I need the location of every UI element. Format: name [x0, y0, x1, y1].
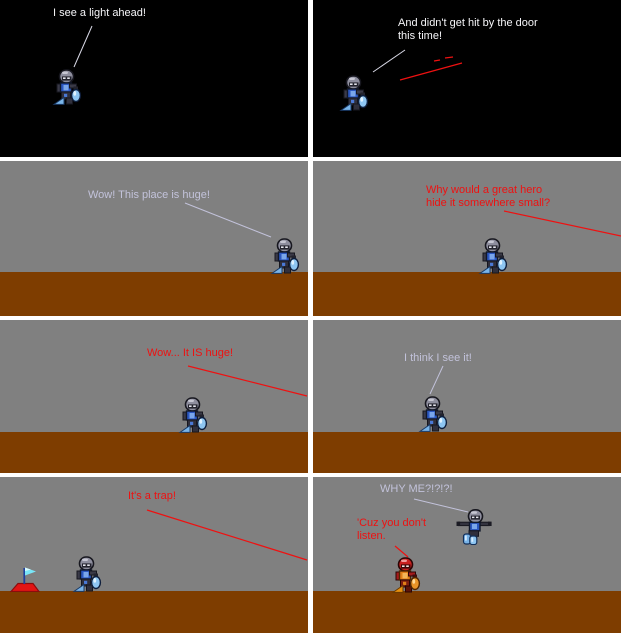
speech-text: Why would a great hero hide it somewhere…	[426, 184, 551, 209]
speech-text: Wow... It IS huge!	[147, 347, 234, 359]
speech-text: I see a light ahead!	[53, 7, 146, 19]
cave-floor	[0, 272, 308, 316]
panel-3: Wow! This place is huge!	[0, 161, 308, 316]
blue-robot-sprite	[418, 396, 448, 432]
speech-text: And didn't get hit by the door this time…	[398, 17, 541, 42]
panel-6: I think I see it!	[313, 320, 621, 473]
speech-text: 'Cuz you don't listen.	[357, 517, 430, 542]
cave-floor	[0, 432, 308, 473]
cave-floor	[313, 432, 621, 473]
panel-7: It's a trap!	[0, 477, 308, 633]
blue-robot-sprite	[72, 556, 102, 592]
speech-text: WHY ME?!?!?!	[380, 483, 453, 495]
panel-8: WHY ME?!?!?! 'Cuz you don't listen.	[313, 477, 621, 633]
blue-robot-sprite	[339, 75, 369, 111]
panel-5: Wow... It IS huge!	[0, 320, 308, 473]
cave-floor	[313, 272, 621, 316]
panel-4: Why would a great hero hide it somewhere…	[313, 161, 621, 316]
blue-robot-sprite	[270, 238, 300, 274]
speech-text: Wow! This place is huge!	[88, 189, 210, 201]
speech-text: I think I see it!	[404, 352, 472, 364]
speech-text: It's a trap!	[128, 490, 176, 502]
panel-1: I see a light ahead!	[0, 0, 308, 157]
red-robot-sprite	[391, 557, 421, 593]
blue-robot-sprite	[178, 397, 208, 433]
blue-robot-jumping-sprite	[456, 509, 492, 545]
blue-robot-sprite	[478, 238, 508, 274]
pointer-line	[73, 25, 93, 68]
panel-2: And didn't get hit by the door this time…	[313, 0, 621, 157]
cave-floor	[313, 591, 621, 633]
cave-floor	[0, 591, 308, 633]
blue-robot-sprite	[52, 69, 82, 105]
checkpoint-flag-icon	[10, 564, 40, 592]
